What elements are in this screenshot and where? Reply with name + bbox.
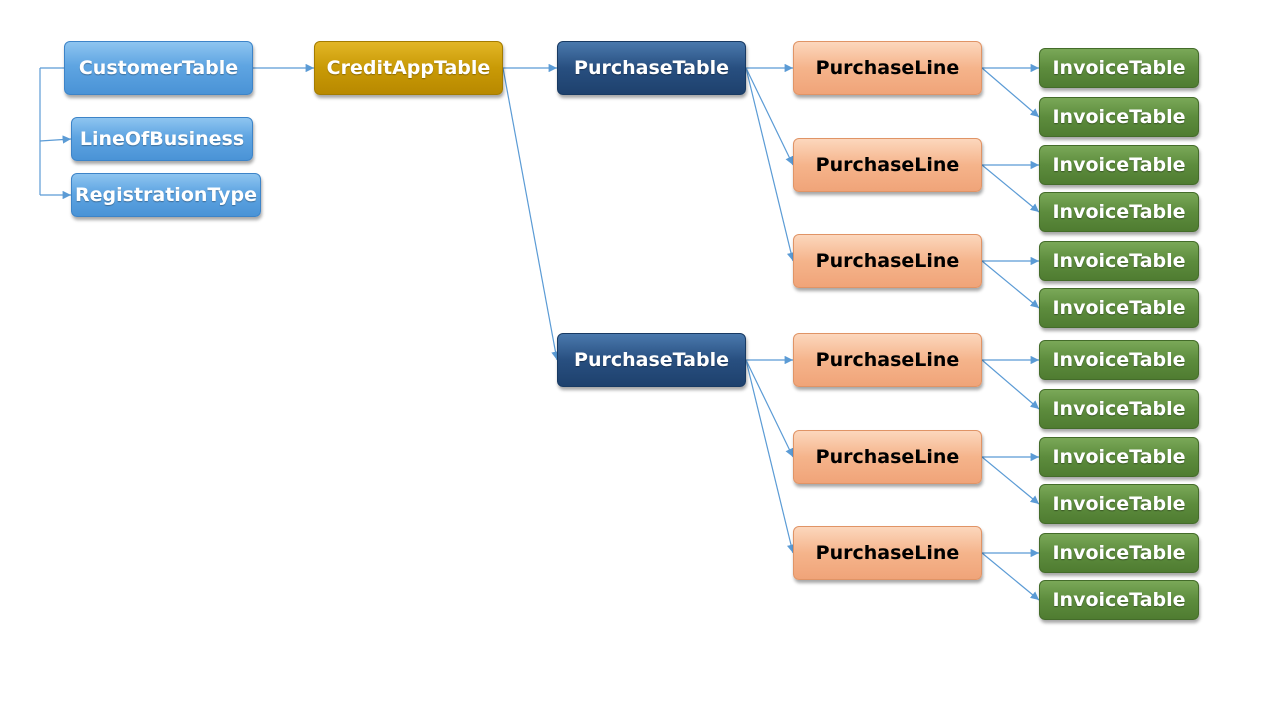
purchase-line-to-invoice-connector	[981, 164, 1040, 213]
purchase-table-node: PurchaseTable	[557, 333, 746, 387]
purchase-table-to-purchase-line-connector	[745, 67, 796, 262]
purchase-table-to-purchase-line-connector	[745, 359, 796, 554]
purchase-line-node: PurchaseLine	[793, 138, 982, 192]
invoice-table-node: InvoiceTable	[1039, 192, 1199, 232]
invoice-table-node: InvoiceTable	[1039, 580, 1199, 620]
purchase-line-to-invoice-connector	[981, 67, 1040, 118]
purchase-line-node: PurchaseLine	[793, 333, 982, 387]
invoice-table-node: InvoiceTable	[1039, 340, 1199, 380]
invoice-table-node: InvoiceTable	[1039, 533, 1199, 573]
invoice-table-node: InvoiceTable	[1039, 145, 1199, 185]
purchase-line-to-invoice-connector	[981, 456, 1040, 505]
purchase-line-node: PurchaseLine	[793, 234, 982, 288]
purchase-line-node: PurchaseLine	[793, 526, 982, 580]
invoice-table-node: InvoiceTable	[1039, 484, 1199, 524]
registration-type-node: RegistrationType	[71, 173, 261, 217]
invoice-table-node: InvoiceTable	[1039, 48, 1199, 88]
invoice-table-node: InvoiceTable	[1039, 288, 1199, 328]
customer-table-node: CustomerTable	[64, 41, 253, 95]
invoice-table-node: InvoiceTable	[1039, 437, 1199, 477]
purchase-line-to-invoice-connector	[981, 260, 1040, 309]
customer-to-line-of-business-connector	[39, 135, 72, 144]
line-of-business-node: LineOfBusiness	[71, 117, 253, 161]
invoice-table-node: InvoiceTable	[1039, 97, 1199, 137]
purchase-table-to-purchase-line-connector	[745, 67, 794, 166]
purchase-line-to-invoice-connector	[981, 359, 1040, 410]
credit-app-to-purchase-table-connector	[502, 67, 560, 361]
purchase-line-to-invoice-connector	[981, 552, 1040, 601]
purchase-table-node: PurchaseTable	[557, 41, 746, 95]
invoice-table-node: InvoiceTable	[1039, 241, 1199, 281]
purchase-line-node: PurchaseLine	[793, 430, 982, 484]
credit-app-table-node: CreditAppTable	[314, 41, 503, 95]
invoice-table-node: InvoiceTable	[1039, 389, 1199, 429]
purchase-table-to-purchase-line-connector	[745, 359, 794, 458]
purchase-line-node: PurchaseLine	[793, 41, 982, 95]
